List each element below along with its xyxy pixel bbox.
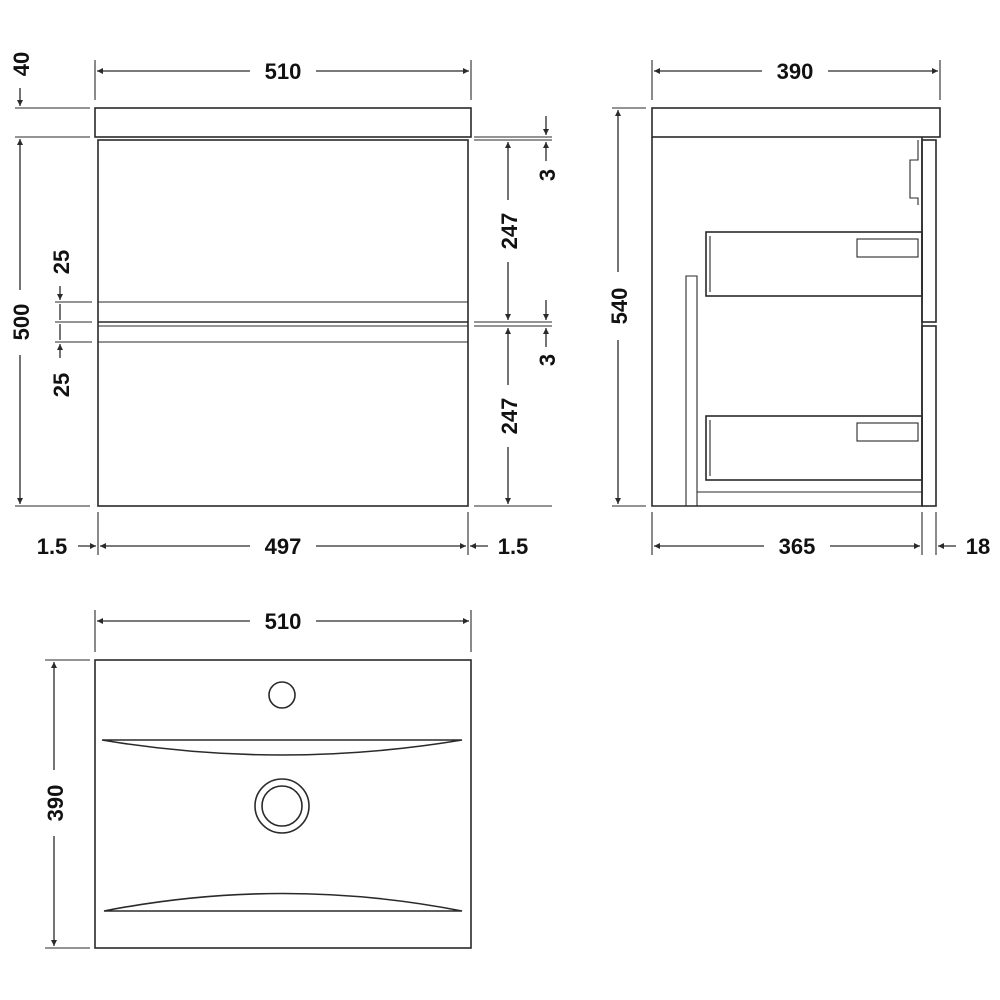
dim-front-drawer-bottom-height: 247 (497, 398, 522, 435)
dim-side-height-total: 540 (607, 288, 632, 325)
side-front-upper (921, 139, 937, 323)
dim-front-handle-lower: 25 (49, 373, 74, 397)
front-cabinet-body (97, 139, 469, 507)
side-drawer-upper-handle (856, 238, 919, 258)
dim-front-drawer-top-height: 247 (497, 213, 522, 250)
side-view: 390 540 365 18 (607, 59, 990, 559)
dim-front-gap-top: 3 (535, 169, 560, 181)
dim-front-gap-middle: 3 (535, 354, 560, 366)
front-view: 510 40 500 25 25 3 247 (9, 52, 560, 559)
side-carcass (651, 137, 923, 507)
front-basin-top (94, 107, 472, 138)
top-view: 510 390 (43, 609, 472, 949)
top-waste-inner (261, 785, 303, 827)
dim-front-handle-upper: 25 (49, 250, 74, 274)
side-drawer-upper (705, 231, 923, 297)
side-drawer-lower-handle (856, 422, 919, 442)
top-bowl-rim-upper (101, 739, 463, 756)
dim-front-side-right: 1.5 (498, 534, 529, 559)
side-trap-detail (909, 140, 919, 205)
side-drawer-lower (705, 415, 923, 481)
top-tap-hole (268, 681, 296, 709)
dim-front-side-left: 1.5 (37, 534, 68, 559)
top-bowl-rim-lower (103, 892, 463, 912)
top-basin-outline (94, 659, 472, 949)
dim-front-width-total: 510 (265, 59, 302, 84)
side-front-lower (921, 325, 937, 507)
dim-top-width: 510 (265, 609, 302, 634)
dim-side-depth-inner: 365 (779, 534, 816, 559)
side-basin-top (651, 107, 941, 138)
dim-front-width-inner: 497 (265, 534, 302, 559)
top-waste-outer (254, 778, 310, 834)
dim-side-front-thickness: 18 (966, 534, 990, 559)
dim-front-top-thickness: 40 (9, 52, 34, 76)
side-back-panel (685, 275, 698, 506)
dim-side-depth-total: 390 (777, 59, 814, 84)
dim-top-depth: 390 (43, 785, 68, 822)
dim-front-height-total: 500 (9, 304, 34, 341)
